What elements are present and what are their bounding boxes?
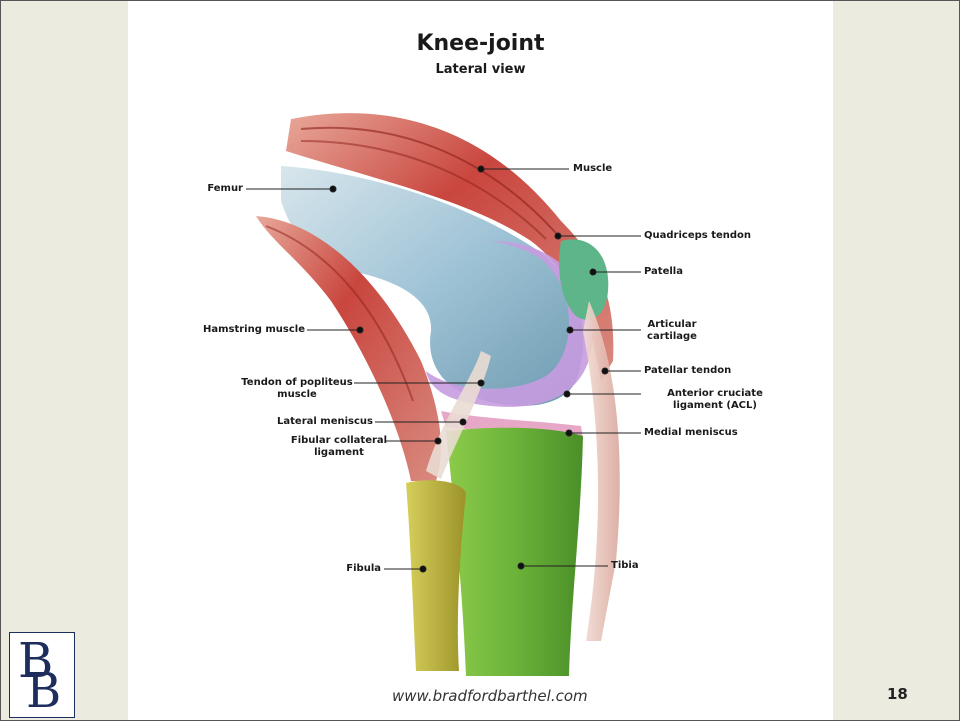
patellar-tendon-shape <box>583 301 620 641</box>
label-lateral-meniscus: Lateral meniscus <box>271 416 373 428</box>
label-muscle: Muscle <box>573 163 612 175</box>
label-quadriceps-tendon: Quadriceps tendon <box>644 230 751 242</box>
label-medial-meniscus: Medial meniscus <box>644 427 738 439</box>
label-patellar-tendon: Patellar tendon <box>644 365 731 377</box>
label-acl: Anterior cruciate ligament (ACL) <box>644 388 786 412</box>
label-tibia: Tibia <box>611 560 639 572</box>
label-femur: Femur <box>197 183 243 195</box>
label-tendon-popliteus: Tendon of popliteus muscle <box>241 377 353 401</box>
label-patella: Patella <box>644 266 683 278</box>
label-fibula: Fibula <box>331 563 381 575</box>
label-fibular-collateral: Fibular collateral ligament <box>289 435 389 459</box>
label-hamstring-muscle: Hamstring muscle <box>187 324 305 336</box>
page-number: 18 <box>887 685 908 703</box>
label-articular-cartilage: Articular cartilage <box>644 319 700 343</box>
fibula-shape <box>406 480 466 671</box>
tibia-shape <box>446 428 583 676</box>
footer-url: www.bradfordbarthel.com <box>392 687 588 705</box>
